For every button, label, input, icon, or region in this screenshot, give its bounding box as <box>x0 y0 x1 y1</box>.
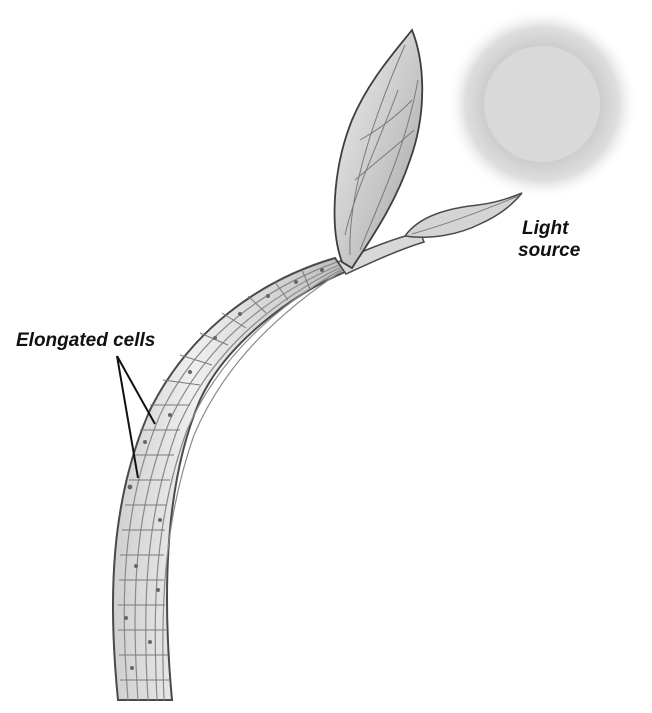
light-source-label-line2: source <box>518 240 580 262</box>
sun-core <box>484 46 600 162</box>
light-source-label-line1: Light <box>522 218 568 240</box>
stem <box>113 258 345 700</box>
sun-icon <box>446 8 638 200</box>
elongated-cells-label: Elongated cells <box>16 330 155 352</box>
